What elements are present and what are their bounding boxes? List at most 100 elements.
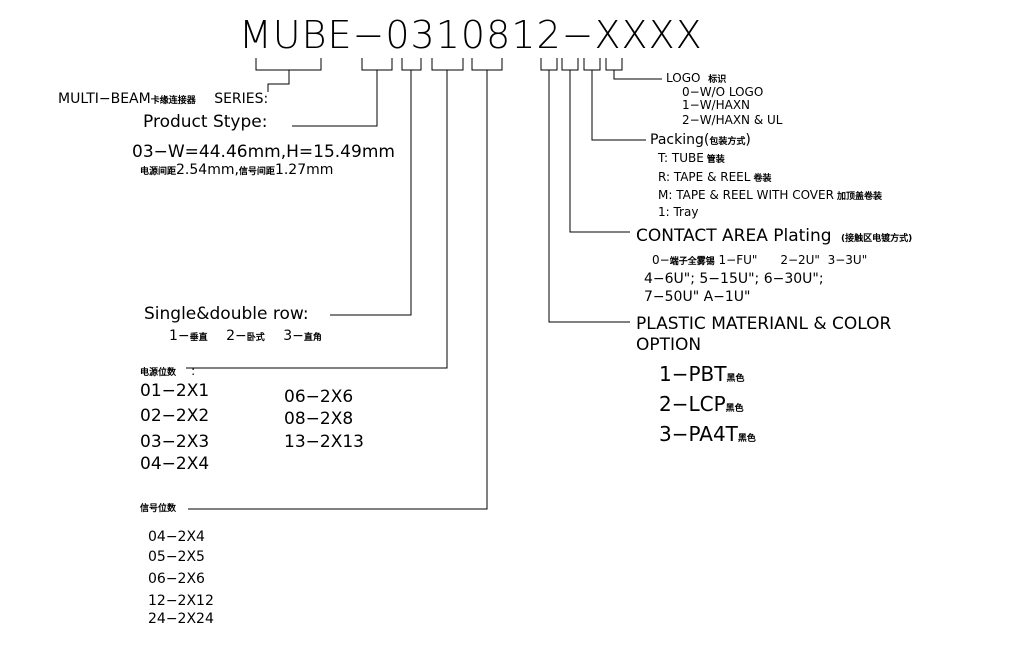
packing-item-cn: 卷装 xyxy=(753,174,772,184)
bracket-03 xyxy=(361,58,393,71)
packing-item-text: T: TUBE xyxy=(658,151,704,165)
pitch-power: 2.54mm, xyxy=(176,162,239,178)
pitch-signal: 1.27mm xyxy=(274,162,334,178)
code-dash-2: − xyxy=(561,13,595,57)
bracket-08 xyxy=(431,58,464,71)
part-code: MUBE−0310812−XXXX xyxy=(239,16,703,54)
plastic-item: 1−PBT黑色 xyxy=(659,364,745,384)
row-opt1-cn: 垂直 xyxy=(189,333,208,343)
plastic-item-text: 2−LCP xyxy=(659,392,726,416)
series-cn: 卡缘连接器 xyxy=(150,96,196,106)
power-col1-item: 03−2X3 xyxy=(140,432,210,452)
signal-item: 12−2X12 xyxy=(148,593,214,609)
power-label-cn: 电源位数 xyxy=(140,368,177,378)
packing-item-text: M: TAPE & REEL WITH COVER xyxy=(658,188,834,202)
code-x-3: X xyxy=(648,13,676,57)
code-digit-6: 1 xyxy=(511,13,537,57)
logo-text: LOGO xyxy=(666,71,701,85)
logo-cn: 标识 xyxy=(708,75,727,85)
code-digit-2: 3 xyxy=(410,13,436,57)
bracket-prefix xyxy=(255,58,322,71)
packing-item-cn: 加顶盖卷装 xyxy=(836,192,882,202)
power-col2-item: 06−2X6 xyxy=(284,387,354,407)
code-x-4: X xyxy=(675,13,703,57)
series-text: MULTI−BEAM xyxy=(58,91,151,107)
code-digit-4: 0 xyxy=(460,13,487,57)
power-col1-item: 04−2X4 xyxy=(140,454,210,474)
power-positions-label: 电源位数 : xyxy=(140,362,195,378)
plastic-item-text: 1−PBT xyxy=(659,362,727,386)
code-x-2: X xyxy=(621,13,649,57)
leader-packing xyxy=(591,70,646,141)
bracket-x4 xyxy=(605,58,623,71)
leader-power xyxy=(186,70,448,369)
plastic-line1: PLASTIC MATERIANL & COLOR xyxy=(636,314,892,334)
series-suffix: SERIES: xyxy=(214,91,269,107)
code-digit-5: 8 xyxy=(486,13,512,57)
plastic-line2: OPTION xyxy=(636,335,702,355)
product-type-line2: 电源间距2.54mm,信号间距1.27mm xyxy=(140,163,333,177)
packing-item-cn: 管装 xyxy=(706,155,725,165)
packing-label: Packing(包装方式) xyxy=(650,133,751,147)
contact-text: CONTACT AREA Plating xyxy=(636,226,832,246)
leader-series xyxy=(267,70,290,92)
row-opt2-cn: 卧式 xyxy=(246,333,265,343)
contact-cn: (接触区电镀方式) xyxy=(841,234,913,244)
bracket-x3 xyxy=(583,58,601,71)
bracket-x2 xyxy=(561,58,579,71)
product-type-label: Product Stype: xyxy=(143,112,268,132)
series-label: MULTI−BEAM卡缘连接器 SERIES: xyxy=(58,92,268,106)
plastic-item-cn: 黑色 xyxy=(725,404,744,414)
contact-row1-a: 0− xyxy=(652,253,670,267)
contact-row3: 7−50U" A−1U" xyxy=(644,289,751,305)
signal-item: 24−2X24 xyxy=(148,611,214,627)
power-label-colon: : xyxy=(191,364,196,378)
power-col2-item: 13−2X13 xyxy=(284,432,364,452)
code-x-1: X xyxy=(594,13,622,57)
packing-cn: 包装方式 xyxy=(709,137,746,147)
code-digit-3: 1 xyxy=(435,13,461,57)
packing-item-text: 1: Tray xyxy=(658,205,699,219)
bracket-1 xyxy=(401,58,422,71)
logo-label: LOGO 标识 xyxy=(666,72,726,85)
row-type-label: Single&double row: xyxy=(144,304,309,324)
leader-product-type xyxy=(292,70,378,127)
leader-logo xyxy=(613,70,662,80)
leader-row xyxy=(330,70,412,316)
logo-item: 0−W/O LOGO xyxy=(682,85,764,99)
bracket-12 xyxy=(471,58,503,71)
plastic-item: 2−LCP黑色 xyxy=(659,394,744,414)
signal-item: 06−2X6 xyxy=(148,571,205,587)
plastic-item-cn: 黑色 xyxy=(726,374,745,384)
packing-item: 1: Tray xyxy=(658,206,698,218)
plastic-item-cn: 黑色 xyxy=(737,434,756,444)
packing-text: Packing( xyxy=(650,132,710,148)
power-col2-item: 08−2X8 xyxy=(284,409,354,429)
leader-contact xyxy=(569,70,630,233)
contact-row1: 0−端子全雾锡 1−FU" 2−2U" 3−3U" xyxy=(652,254,867,267)
code-digit-7: 2 xyxy=(536,13,562,57)
contact-row2: 4−6U"; 5−15U"; 6−30U"; xyxy=(644,271,824,287)
logo-item: 2−W/HAXN & UL xyxy=(682,113,783,127)
row-opt3: 3− xyxy=(283,328,304,344)
code-prefix: MUBE xyxy=(239,13,353,57)
code-digit-1: 0 xyxy=(385,13,411,57)
contact-label: CONTACT AREA Plating (接触区电镀方式) xyxy=(636,228,912,245)
packing-item-text: R: TAPE & REEL xyxy=(658,170,751,184)
row-opt2: 2− xyxy=(226,328,247,344)
pitch-signal-cn: 信号间距 xyxy=(238,167,275,177)
plastic-item-text: 3−PA4T xyxy=(659,422,738,446)
leader-signal xyxy=(188,70,488,510)
bracket-x1 xyxy=(540,58,558,71)
row-opt1: 1− xyxy=(169,328,190,344)
logo-item: 1−W/HAXN xyxy=(682,98,751,112)
contact-row1-cn: 端子全雾锡 xyxy=(669,257,715,267)
row-opt3-cn: 直角 xyxy=(303,333,322,343)
plastic-item: 3−PA4T黑色 xyxy=(659,424,756,444)
pitch-power-cn: 电源间距 xyxy=(140,167,177,177)
